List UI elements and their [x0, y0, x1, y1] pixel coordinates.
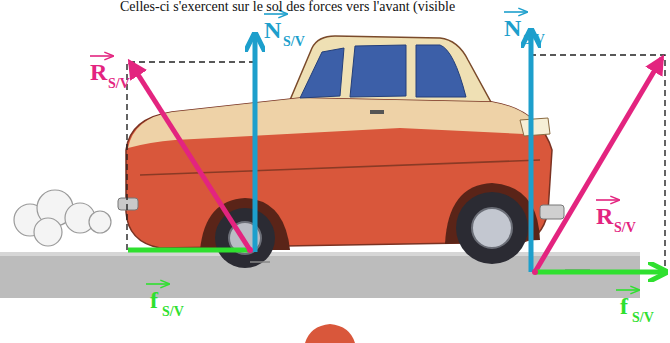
vector-overarrows [90, 12, 638, 290]
cropped-figure [305, 324, 355, 343]
force-subscript: S/V [614, 221, 636, 235]
force-letter: N [504, 16, 521, 40]
force-vectors [124, 32, 664, 272]
car [118, 36, 590, 270]
construction-lines [127, 55, 665, 272]
force-letter: N [264, 18, 281, 42]
force-letter: f [150, 288, 158, 312]
cropped-sentence: Celles-ci s'exercent sur le sol des forc… [120, 0, 455, 14]
force-letter: R [90, 60, 107, 84]
force-subscript: S/V [108, 77, 130, 91]
force-letter: R [596, 204, 613, 228]
force-subscript: S/V [283, 35, 305, 49]
force-letter: f [620, 294, 628, 318]
exhaust-cloud [14, 190, 111, 246]
force-subscript: S/V [162, 305, 184, 319]
force-subscript: S/V [632, 311, 654, 325]
force-subscript: S/V [523, 33, 545, 47]
